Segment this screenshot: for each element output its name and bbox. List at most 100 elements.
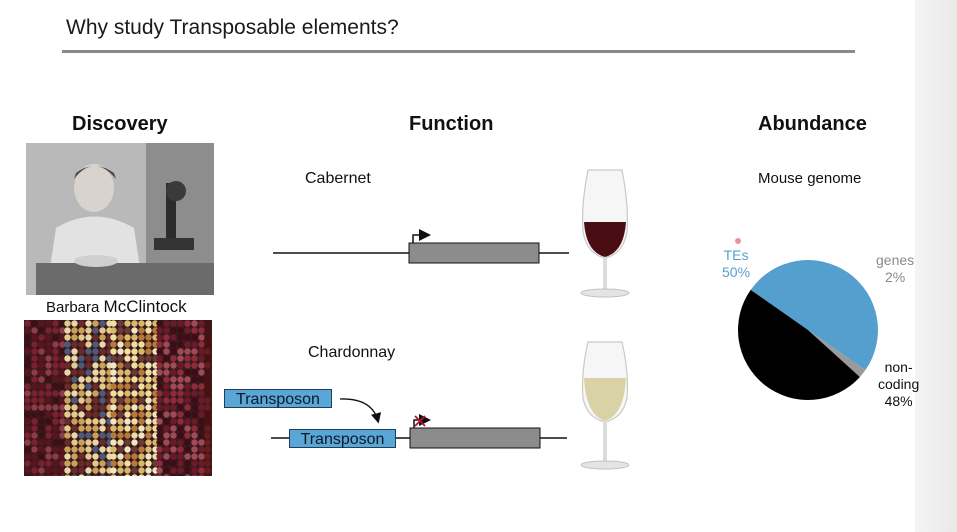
corn-kernel	[45, 404, 52, 411]
corn-kernel	[99, 348, 106, 355]
corn-kernel	[85, 348, 92, 355]
corn-kernel	[99, 474, 106, 476]
corn-kernel	[64, 369, 71, 376]
corn-kernel	[138, 453, 145, 460]
insertion-arrow	[339, 398, 382, 424]
corn-kernel	[52, 348, 59, 355]
corn-kernel	[52, 390, 59, 397]
corn-kernel	[52, 404, 59, 411]
corn-kernel	[170, 460, 177, 467]
corn-kernel	[198, 474, 205, 476]
corn-kernel	[31, 432, 38, 439]
corn-kernel	[24, 460, 31, 467]
corn-kernel	[124, 474, 131, 476]
corn-kernel	[177, 432, 184, 439]
corn-kernel	[45, 348, 52, 355]
corn-kernel	[211, 363, 212, 368]
corn-kernel	[31, 460, 38, 467]
corn-kernel	[204, 341, 211, 348]
corn-kernel	[138, 390, 145, 397]
corn-kernel	[156, 362, 163, 369]
corn-kernel	[198, 404, 205, 411]
corn-kernel	[78, 376, 85, 383]
corn-kernel	[59, 467, 66, 474]
corn-kernel	[31, 327, 38, 334]
corn-kernel	[99, 383, 106, 390]
corn-kernel	[124, 446, 131, 453]
corn-kernel	[156, 418, 163, 425]
corn-kernel	[156, 397, 163, 404]
corn-kernel	[78, 383, 85, 390]
corn-kernel	[204, 348, 211, 355]
corn-kernel	[78, 327, 85, 334]
cabernet-promoter-arrow	[412, 229, 431, 243]
pie-label-genes-name: genes	[876, 252, 915, 268]
corn-kernel	[170, 446, 177, 453]
corn-kernel	[170, 404, 177, 411]
corn-kernel	[131, 439, 138, 446]
corn-kernel	[92, 467, 99, 474]
corn-kernel	[145, 334, 152, 341]
corn-kernel	[31, 383, 38, 390]
corn-kernel	[85, 467, 92, 474]
corn-kernel	[52, 362, 59, 369]
corn-kernel	[59, 341, 66, 348]
corn-kernel	[85, 418, 92, 425]
corn-kernel	[204, 418, 211, 425]
corn-kernel	[78, 411, 85, 418]
corn-kernel	[110, 348, 117, 355]
corn-kernel	[52, 446, 59, 453]
corn-kernel	[198, 418, 205, 425]
corn-kernel	[191, 418, 198, 425]
corn-kernel	[24, 390, 31, 397]
corn-kernel	[117, 341, 124, 348]
corn-kernel	[78, 334, 85, 341]
corn-kernel	[71, 467, 78, 474]
corn-kernel	[24, 446, 31, 453]
corn-kernel	[138, 355, 145, 362]
corn-kernel	[131, 425, 138, 432]
corn-kernel	[85, 453, 92, 460]
corn-kernel	[52, 418, 59, 425]
corn-kernel	[52, 397, 59, 404]
corn-kernel	[52, 460, 59, 467]
corn-kernel	[59, 362, 66, 369]
corn-kernel	[52, 467, 59, 474]
corn-kernel	[138, 320, 145, 327]
corn-kernel	[99, 460, 106, 467]
corn-kernel	[85, 446, 92, 453]
corn-kernel	[78, 439, 85, 446]
corn-kernel	[59, 383, 66, 390]
corn-kernel	[64, 390, 71, 397]
corn-kernel	[85, 390, 92, 397]
pie-label-noncoding-name-1: non-	[884, 359, 913, 375]
corn-kernel	[38, 383, 45, 390]
corn-kernel	[177, 355, 184, 362]
corn-kernel	[92, 341, 99, 348]
corn-kernel	[31, 453, 38, 460]
corn-kernel	[198, 453, 205, 460]
corn-kernel	[170, 390, 177, 397]
corn-kernel	[110, 362, 117, 369]
corn-kernel	[45, 355, 52, 362]
corn-kernel	[170, 320, 177, 327]
corn-kernel	[78, 453, 85, 460]
corn-kernel	[124, 418, 131, 425]
corn-kernel	[145, 418, 152, 425]
corn-kernel	[198, 432, 205, 439]
corn-kernel	[138, 341, 145, 348]
corn-kernel	[131, 397, 138, 404]
corn-kernel	[211, 349, 212, 354]
corn-kernel	[78, 341, 85, 348]
corn-kernel	[184, 390, 191, 397]
corn-kernel	[38, 376, 45, 383]
corn-kernel	[204, 334, 211, 341]
corn-kernel	[52, 376, 59, 383]
corn-kernel	[117, 383, 124, 390]
corn-kernel	[184, 334, 191, 341]
corn-kernel	[124, 439, 131, 446]
corn-kernel	[64, 425, 71, 432]
corn-kernel	[204, 383, 211, 390]
corn-kernel	[85, 355, 92, 362]
corn-kernel	[163, 474, 170, 476]
